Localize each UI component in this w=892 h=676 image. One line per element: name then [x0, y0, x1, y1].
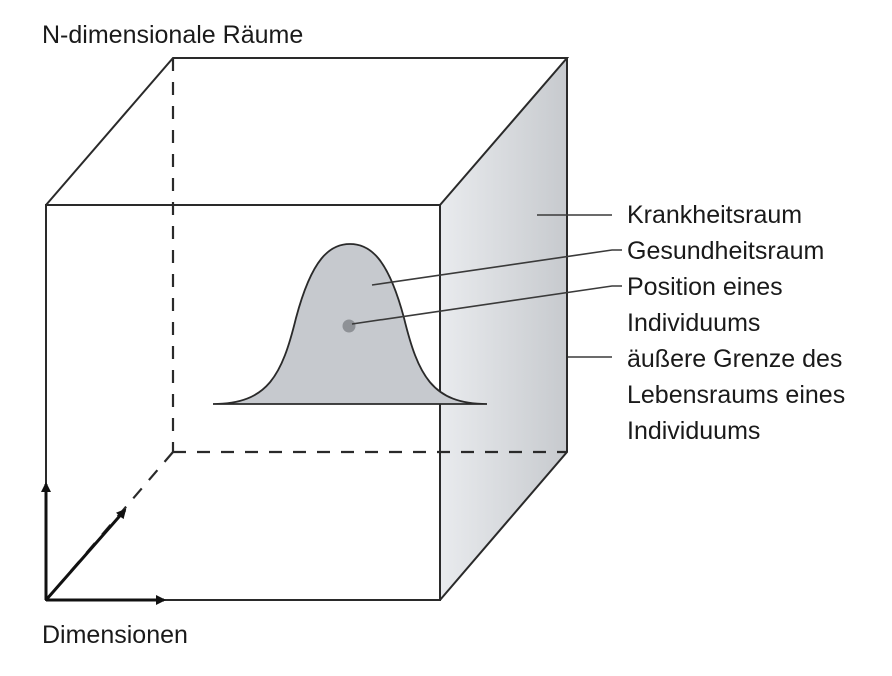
label-outer-boundary-line2: Lebensraums eines	[627, 381, 845, 409]
label-outer-boundary-line1: äußere Grenze des	[627, 345, 842, 373]
label-health-space: Gesundheitsraum	[627, 237, 824, 265]
leader-health-space	[371, 249, 622, 286]
individual-position-dot	[342, 319, 356, 333]
cube-top-face	[45, 57, 570, 206]
label-disease-space: Krankheitsraum	[627, 201, 802, 229]
label-individual-position-line1: Position eines	[627, 273, 783, 301]
diagram-title: N-dimensionale Räume	[42, 21, 303, 49]
axis-arrow-depth	[44, 508, 127, 601]
leader-individual-position	[351, 285, 622, 325]
cube-side-face	[440, 58, 567, 600]
axis-label-dimensions: Dimensionen	[42, 621, 188, 649]
label-outer-boundary-line3: Individuums	[627, 417, 760, 445]
cube-side-edges	[439, 58, 568, 601]
label-individual-position-line2: Individuums	[627, 309, 760, 337]
